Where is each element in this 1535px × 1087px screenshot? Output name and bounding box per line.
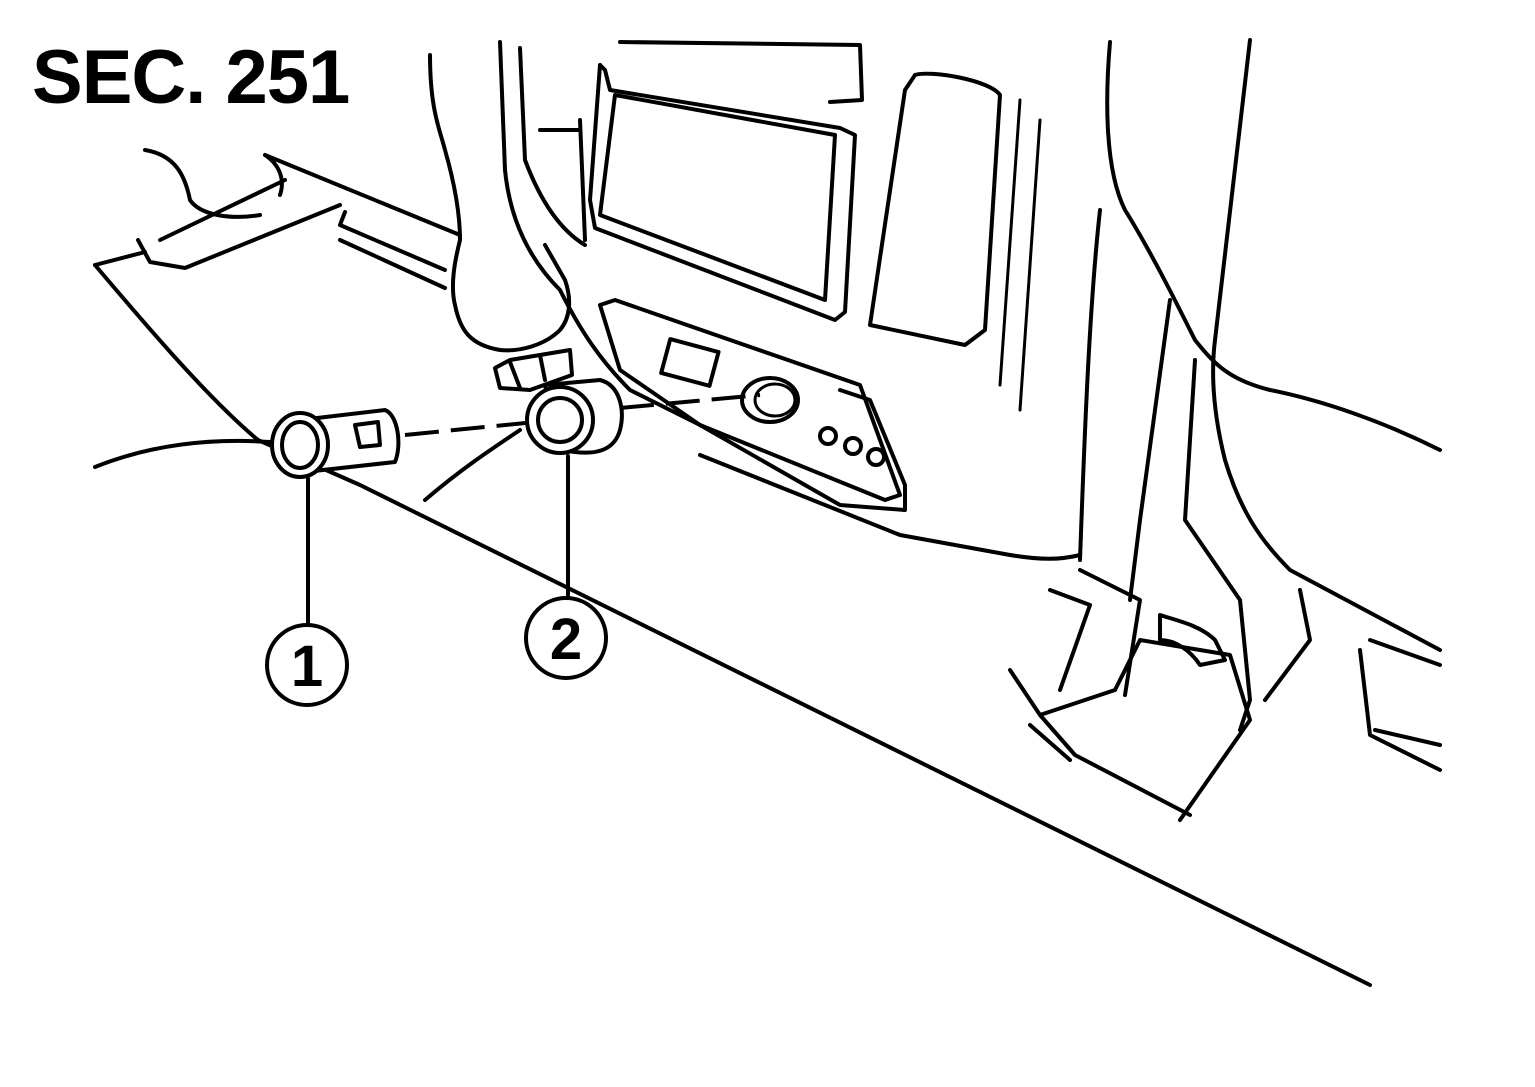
panel-hole-2: [843, 436, 863, 456]
display-outer-frame: [588, 63, 857, 322]
callout-2-circle: [524, 596, 608, 680]
console-side-lines: [518, 46, 587, 247]
right-seat-leg: [1078, 208, 1252, 732]
display-inner-frame: [598, 93, 837, 302]
socket-housing-bore: [536, 396, 584, 444]
panel-switch: [659, 337, 721, 388]
floor-edge-line: [93, 263, 1372, 987]
section-title: SEC. 251: [32, 35, 350, 120]
panel-socket-opening: [740, 376, 800, 424]
right-console-edge: [868, 71, 1002, 347]
socket-connector-tab: [493, 348, 574, 392]
right-seat-outline: [1105, 40, 1442, 452]
callout-1: 1: [265, 623, 349, 707]
left-seat-rail: [136, 148, 462, 270]
callout-1-label: 1: [291, 634, 323, 699]
rear-seat-pedestal: [1008, 638, 1252, 822]
lighter-knob-inner: [280, 420, 320, 470]
console-center-column: [428, 53, 572, 353]
console-panel-edge: [498, 40, 907, 512]
right-console-lines: [998, 98, 1042, 412]
socket-panel: [598, 298, 902, 502]
callout-2: 2: [524, 596, 608, 680]
right-seat-inner: [1211, 38, 1442, 652]
panel-hole-1: [818, 426, 838, 446]
callout-1-circle: [265, 623, 349, 707]
floor-upper-line: [93, 250, 272, 469]
panel-socket-inner: [753, 382, 797, 418]
display-top-trim: [538, 40, 864, 132]
panel-hole-3: [866, 447, 886, 467]
rear-seat-bracket: [1048, 568, 1227, 697]
lighter-tab: [353, 420, 382, 449]
assembly-line-right: [619, 393, 761, 410]
right-seat-base: [698, 453, 1082, 561]
callout-2-label: 2: [550, 607, 582, 672]
rear-seat-right-rail: [1263, 588, 1442, 772]
socket-connector-detail: [508, 353, 547, 390]
console-lower-curve: [423, 428, 522, 502]
left-seat-track: [338, 210, 447, 290]
